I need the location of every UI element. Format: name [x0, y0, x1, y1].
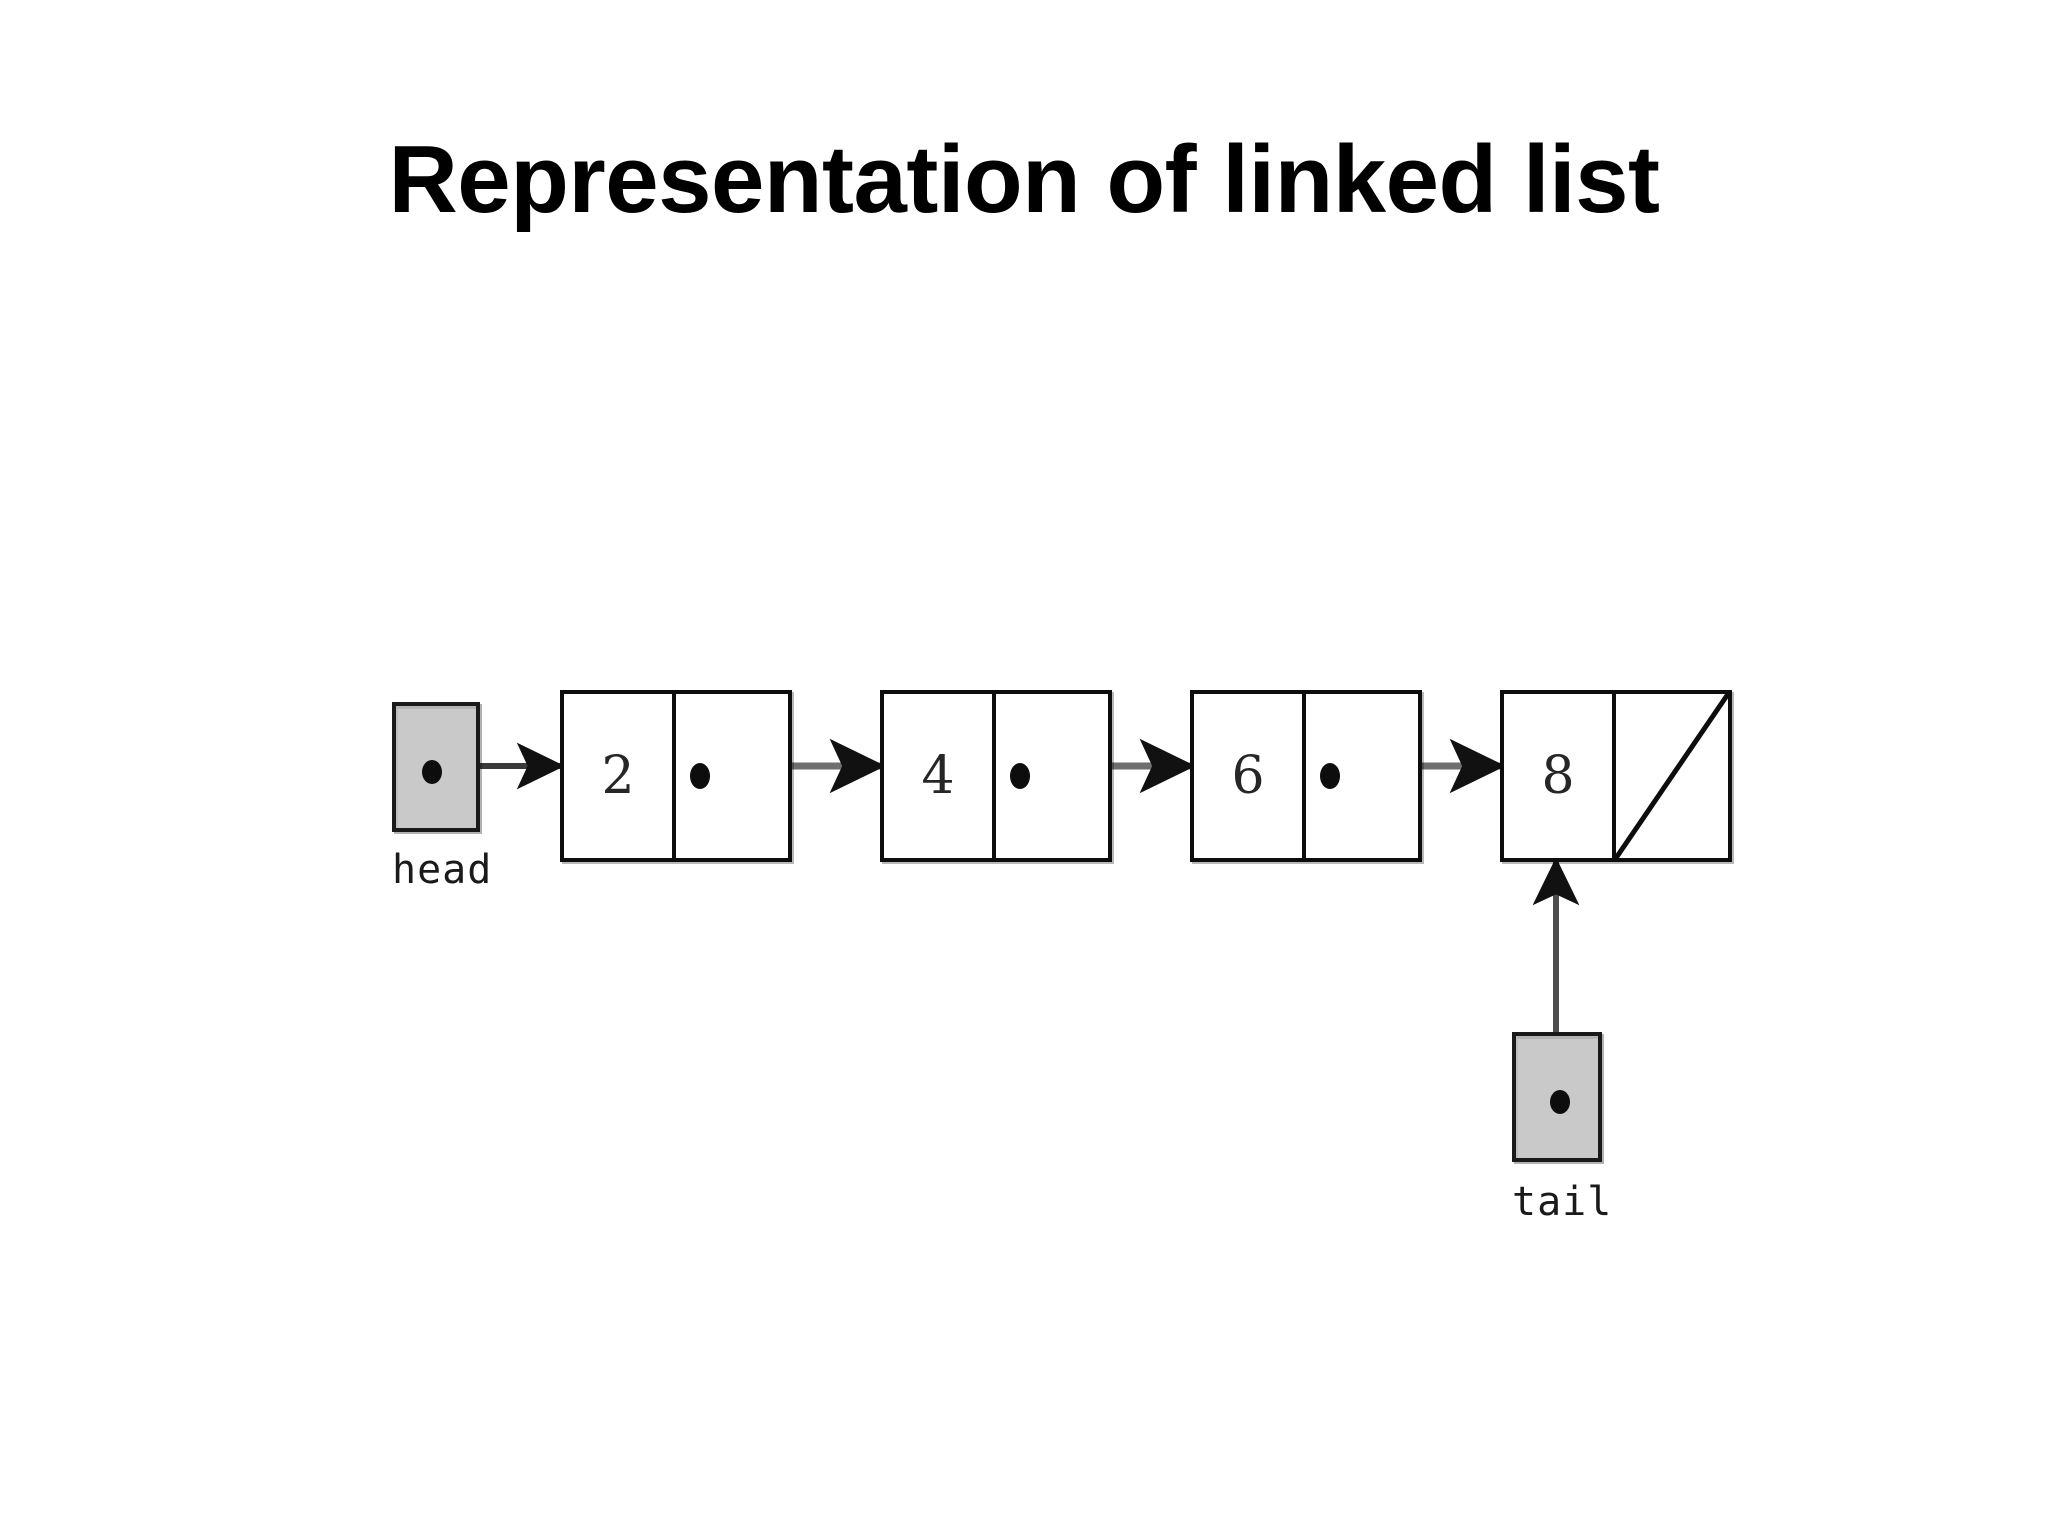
- head-pointer-box[interactable]: [392, 702, 480, 832]
- node-2-next-dot: [1010, 763, 1030, 789]
- node-3-next-cell: [1306, 694, 1418, 858]
- node-2-value: 4: [921, 746, 955, 806]
- node-1-value: 2: [601, 746, 635, 806]
- list-node-3[interactable]: 6: [1190, 690, 1422, 862]
- node-4-data-cell: 8: [1504, 694, 1616, 858]
- node-4-next-cell: [1616, 694, 1728, 858]
- node-1-next-cell: [676, 694, 788, 858]
- node-3-data-cell: 6: [1194, 694, 1306, 858]
- node-4-value: 8: [1541, 746, 1575, 806]
- list-node-2[interactable]: 4: [880, 690, 1112, 862]
- node-1-data-cell: 2: [564, 694, 676, 858]
- node-3-value: 6: [1231, 746, 1265, 806]
- head-pointer-label: head: [392, 847, 493, 893]
- tail-pointer-label: tail: [1512, 1179, 1613, 1225]
- node-1-next-dot: [690, 763, 710, 789]
- node-2-data-cell: 4: [884, 694, 996, 858]
- list-node-4[interactable]: 8: [1500, 690, 1732, 862]
- head-pointer-dot: [422, 760, 442, 784]
- page-title: Representation of linked list: [388, 126, 1660, 233]
- node-3-next-dot: [1320, 763, 1340, 789]
- null-pointer-slash-icon: [1616, 694, 1728, 858]
- node-2-next-cell: [996, 694, 1108, 858]
- list-node-1[interactable]: 2: [560, 690, 792, 862]
- tail-pointer-dot: [1550, 1090, 1570, 1114]
- tail-pointer-box[interactable]: [1512, 1032, 1602, 1162]
